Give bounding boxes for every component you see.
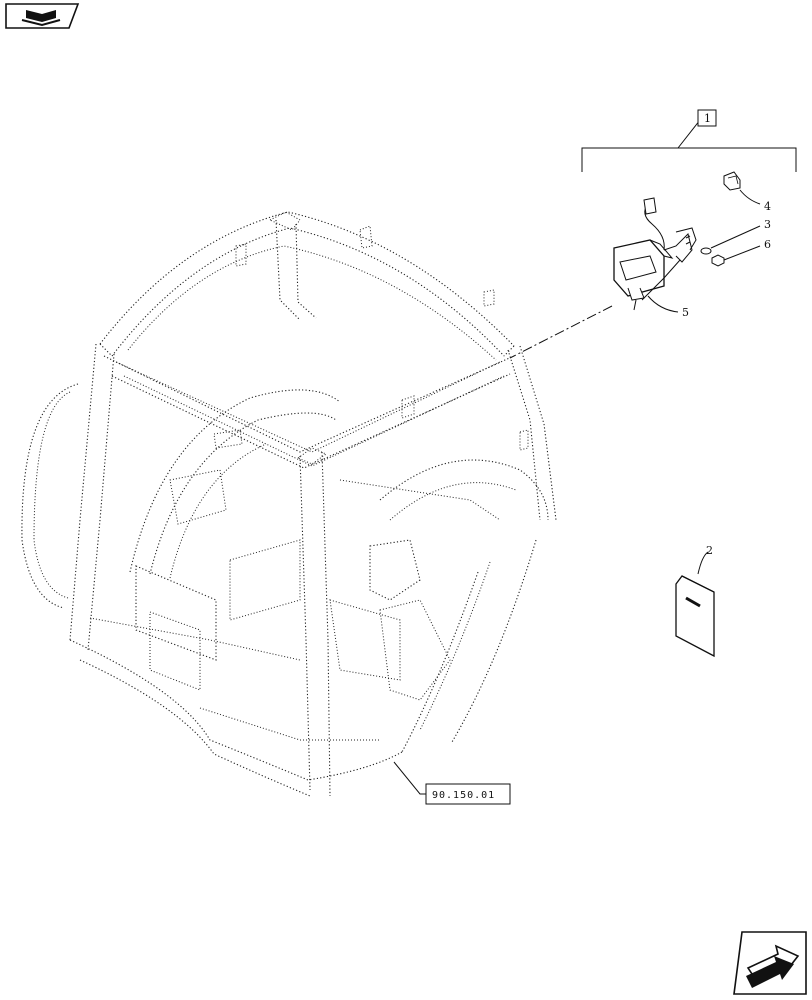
cab-frame [21, 211, 557, 797]
operator-manual-part [675, 575, 715, 658]
reference-label: 90.150.01 [432, 790, 495, 801]
callout-6: 6 [764, 238, 771, 251]
group-bracket [581, 109, 797, 172]
callout-4: 4 [764, 200, 771, 213]
next-page-arrow-icon[interactable] [733, 931, 807, 995]
callout-1: 1 [704, 112, 711, 125]
reference-leader [393, 761, 426, 795]
nut-part [711, 254, 725, 267]
mounting-line [509, 305, 613, 359]
reference-box[interactable] [425, 783, 511, 805]
washer-part [700, 247, 712, 255]
callout-5: 5 [682, 306, 689, 319]
callout-3: 3 [764, 218, 771, 231]
connector-part [723, 171, 741, 191]
book-open-icon[interactable] [5, 3, 80, 29]
callout-2: 2 [706, 544, 713, 557]
work-lamp-part [613, 197, 697, 311]
